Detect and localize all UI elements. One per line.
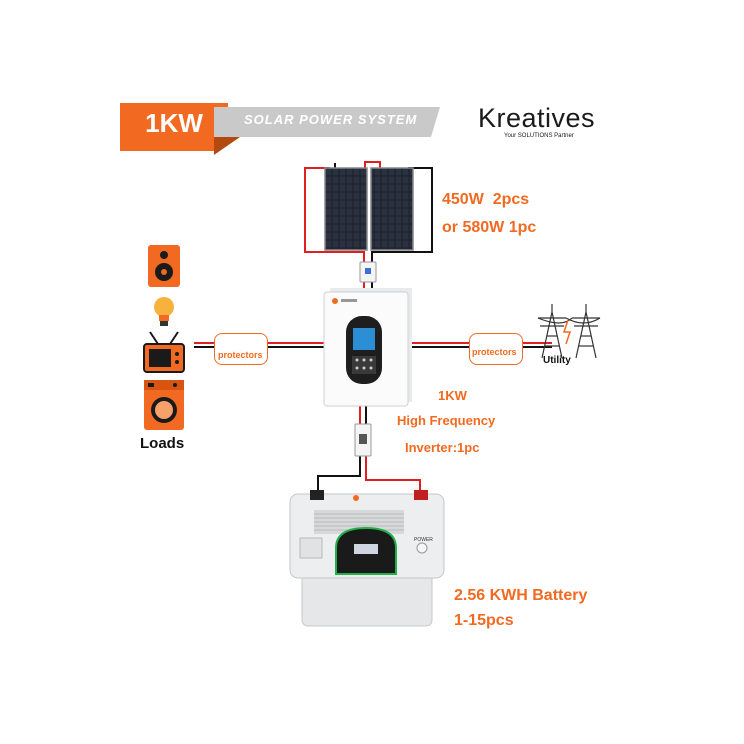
inverter-unit (323, 288, 412, 407)
panel-spec-line1: 450W 2pcs (442, 191, 530, 208)
loads-label: Loads (140, 435, 185, 452)
brand-tagline: Your SOLUTIONS Partner (504, 133, 574, 139)
pv-breaker-icon (359, 261, 377, 283)
utility-label: Utility (543, 355, 571, 366)
brand-name: Kreatives (478, 103, 596, 133)
battery-breaker-icon (354, 423, 372, 457)
inverter-type-label: High Frequency (397, 413, 496, 428)
right-protector-label: protectors (472, 347, 517, 357)
inverter-qty-label: Inverter:1pc (405, 440, 480, 455)
solar-panel-2 (370, 167, 414, 251)
inverter-power-label: 1KW (438, 388, 467, 403)
solar-panels (324, 167, 414, 251)
left-protector-box (214, 333, 268, 365)
system-title-banner (214, 107, 440, 137)
power-rating-banner (120, 103, 228, 151)
pv-wire-negative (371, 167, 433, 262)
power-rating-label: 1KW (145, 108, 203, 138)
battery-qty-label: 1-15pcs (454, 612, 514, 629)
tv-icon (143, 331, 185, 373)
battery-unit (289, 490, 445, 627)
panel-spec-line2: or 580W 1pc (442, 219, 537, 236)
battery-power-label: POWER (414, 537, 433, 543)
right-protector-box (469, 333, 523, 365)
pv-wire-positive (304, 167, 365, 262)
left-protector-label: protectors (218, 350, 263, 360)
battery-capacity-label: 2.56 KWH Battery (454, 587, 588, 604)
pv-jumper-red (364, 161, 381, 168)
speaker-icon (148, 245, 180, 287)
solar-panel-1 (324, 167, 368, 251)
bulb-icon (154, 297, 174, 326)
washing-machine-icon (144, 380, 184, 430)
system-title-label: SOLAR POWER SYSTEM (244, 112, 418, 127)
utility-tower-icon (537, 304, 601, 359)
